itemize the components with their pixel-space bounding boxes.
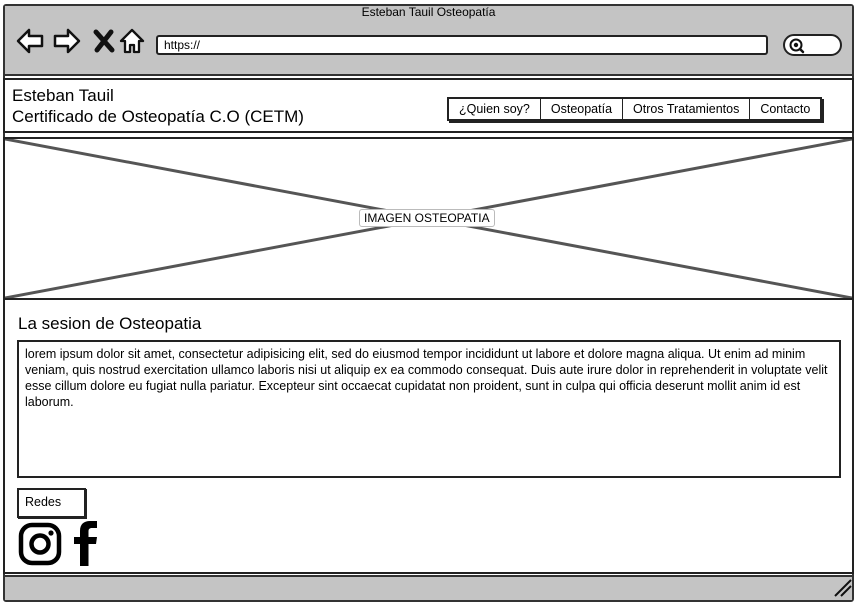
main-content: La sesion de Osteopatia lorem ipsum dolo…: [3, 300, 854, 574]
nav-item-otros-tratamientos[interactable]: Otros Tratamientos: [623, 99, 751, 121]
hero-image-label: IMAGEN OSTEOPATIA: [359, 209, 495, 227]
site-subtitle: Certificado de Osteopatía C.O (CETM): [12, 107, 304, 126]
nav-item-quien-soy[interactable]: ¿Quien soy?: [449, 99, 541, 121]
main-nav: ¿Quien soy? Osteopatía Otros Tratamiento…: [447, 97, 823, 121]
resize-handle-icon[interactable]: [831, 576, 853, 598]
home-icon[interactable]: [117, 26, 147, 56]
instagram-icon[interactable]: [18, 522, 62, 566]
nav-item-contacto[interactable]: Contacto: [760, 102, 811, 116]
browser-status-bar: [5, 575, 852, 600]
browser-search[interactable]: [783, 34, 842, 56]
site-header: Esteban Tauil Certificado de Osteopatía …: [3, 78, 854, 133]
back-arrow-icon[interactable]: [15, 26, 45, 56]
nav-item-osteopatia[interactable]: Osteopatía: [541, 99, 624, 121]
social-label: Redes: [17, 488, 86, 518]
section-title: La sesion de Osteopatia: [18, 314, 202, 333]
url-text: https://: [164, 38, 201, 52]
url-bar[interactable]: https://: [156, 35, 768, 55]
site-brand: Esteban Tauil Certificado de Osteopatía …: [12, 85, 304, 127]
forward-arrow-icon[interactable]: [52, 26, 82, 56]
hero-image-placeholder: IMAGEN OSTEOPATIA: [3, 137, 854, 300]
window-title: Esteban Tauil Osteopatía: [361, 5, 496, 19]
facebook-icon[interactable]: [71, 520, 101, 566]
site-name: Esteban Tauil: [12, 86, 114, 105]
search-icon: [789, 38, 805, 54]
close-icon[interactable]: [89, 26, 119, 56]
section-text: lorem ipsum dolor sit amet, consectetur …: [17, 340, 841, 478]
